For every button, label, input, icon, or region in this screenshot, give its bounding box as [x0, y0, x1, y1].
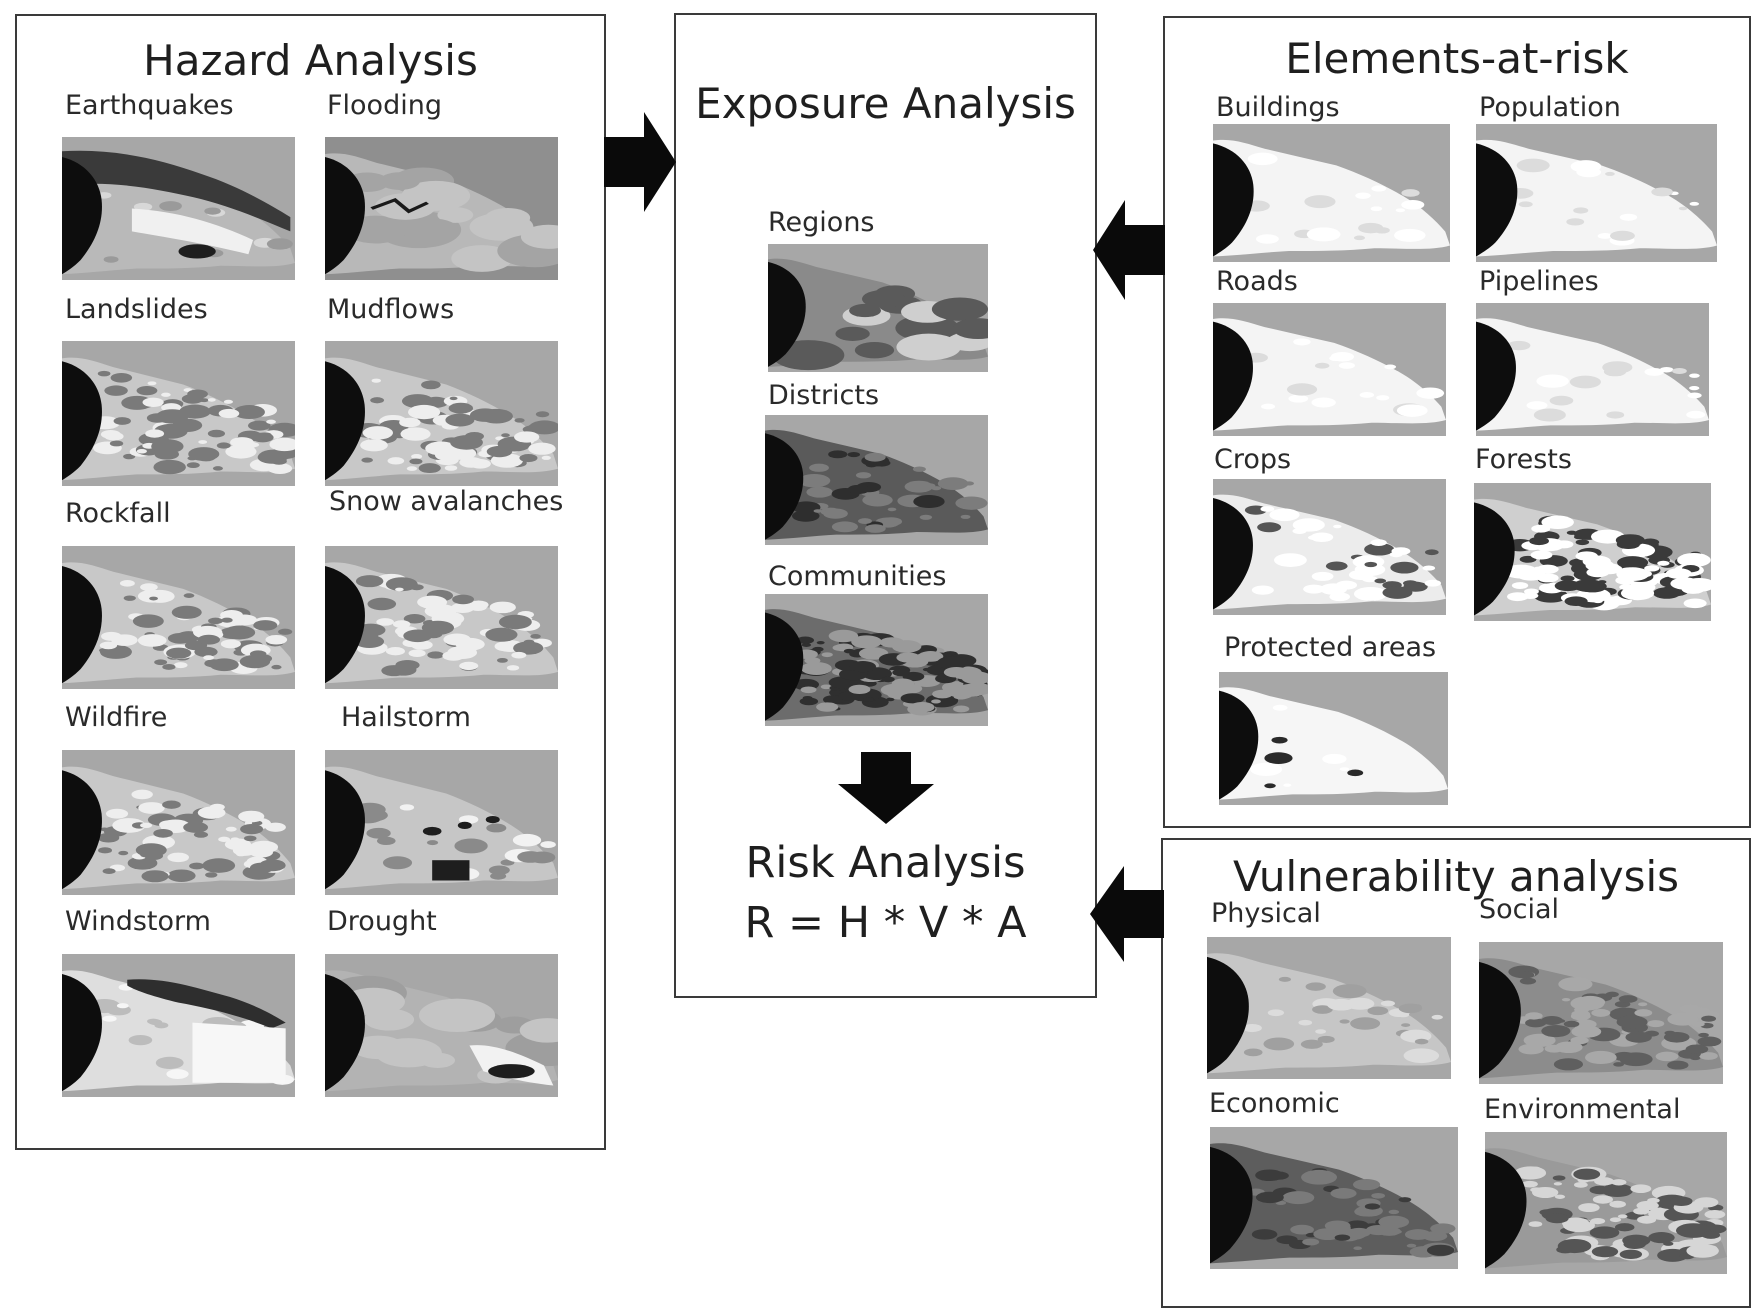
- exposure-regions-label: Regions: [768, 207, 875, 238]
- vulnerability-social-map: [1479, 942, 1723, 1084]
- vulnerability-economic-map: [1210, 1127, 1458, 1269]
- hazard-earthquakes-label: Earthquakes: [65, 90, 234, 121]
- elements-crops-map: [1213, 479, 1446, 615]
- elements-forests-map: [1474, 483, 1711, 621]
- hazard-windstorm-map: [62, 954, 295, 1097]
- elements-population-label: Population: [1479, 92, 1621, 123]
- exposure-communities-label: Communities: [768, 561, 947, 592]
- elements-population-map: [1476, 124, 1717, 262]
- elements-buildings-map: [1213, 124, 1450, 262]
- hazard-drought-map: [325, 954, 558, 1097]
- elements-roads-map: [1213, 303, 1446, 436]
- exposure-regions-map: [768, 244, 988, 372]
- exposure-districts-map: [765, 415, 988, 545]
- vulnerability-analysis-title: Vulnerability analysis: [1232, 852, 1680, 901]
- hazard-snow-avalanches-label: Snow avalanches: [329, 486, 564, 517]
- exposure-communities-map: [765, 594, 988, 726]
- vulnerability-economic-label: Economic: [1209, 1088, 1340, 1119]
- hazard-snow-avalanches-map: [325, 546, 558, 689]
- elements-pipelines-map: [1476, 303, 1709, 436]
- hazard-drought-label: Drought: [327, 906, 437, 937]
- vulnerability-physical-label: Physical: [1211, 898, 1321, 929]
- hazard-mudflows-map: [325, 341, 558, 486]
- hazard-windstorm-label: Windstorm: [65, 906, 211, 937]
- elements-crops-label: Crops: [1214, 444, 1292, 475]
- exposure-analysis-title: Exposure Analysis: [695, 79, 1076, 128]
- arrow-hazard-to-exposure: [604, 112, 676, 212]
- elements-forests-label: Forests: [1475, 444, 1572, 475]
- hazard-analysis-title: Hazard Analysis: [143, 36, 478, 85]
- hazard-hailstorm-map: [325, 750, 558, 895]
- hazard-mudflows-label: Mudflows: [327, 294, 455, 325]
- elements-protected-areas-map: [1219, 672, 1448, 805]
- hazard-rockfall-label: Rockfall: [65, 498, 171, 529]
- elements-protected-areas-label: Protected areas: [1224, 632, 1437, 663]
- vulnerability-environmental-map: [1485, 1132, 1727, 1274]
- arrow-vulnerability-to-risk: [1090, 866, 1164, 962]
- vulnerability-environmental-label: Environmental: [1484, 1094, 1681, 1125]
- hazard-wildfire-map: [62, 750, 295, 895]
- elements-buildings-label: Buildings: [1216, 92, 1340, 123]
- hazard-rockfall-map: [62, 546, 295, 689]
- arrow-exposure-to-risk: [838, 752, 934, 824]
- hazard-earthquakes-map: [62, 137, 295, 280]
- hazard-wildfire-label: Wildfire: [65, 702, 168, 733]
- hazard-flooding-map: [325, 137, 558, 280]
- elements-roads-label: Roads: [1216, 266, 1298, 297]
- hazard-landslides-label: Landslides: [65, 294, 208, 325]
- hazard-landslides-map: [62, 341, 295, 486]
- elements-pipelines-label: Pipelines: [1479, 266, 1599, 297]
- hazard-hailstorm-label: Hailstorm: [341, 702, 471, 733]
- hazard-flooding-label: Flooding: [327, 90, 442, 121]
- vulnerability-physical-map: [1207, 937, 1451, 1079]
- risk-formula: R = H * V * A: [744, 898, 1027, 948]
- risk-analysis-title: Risk Analysis: [745, 838, 1026, 888]
- arrow-elements-to-exposure: [1093, 200, 1165, 300]
- vulnerability-social-label: Social: [1479, 894, 1560, 925]
- exposure-districts-label: Districts: [768, 380, 880, 411]
- elements-at-risk-title: Elements-at-risk: [1285, 34, 1629, 83]
